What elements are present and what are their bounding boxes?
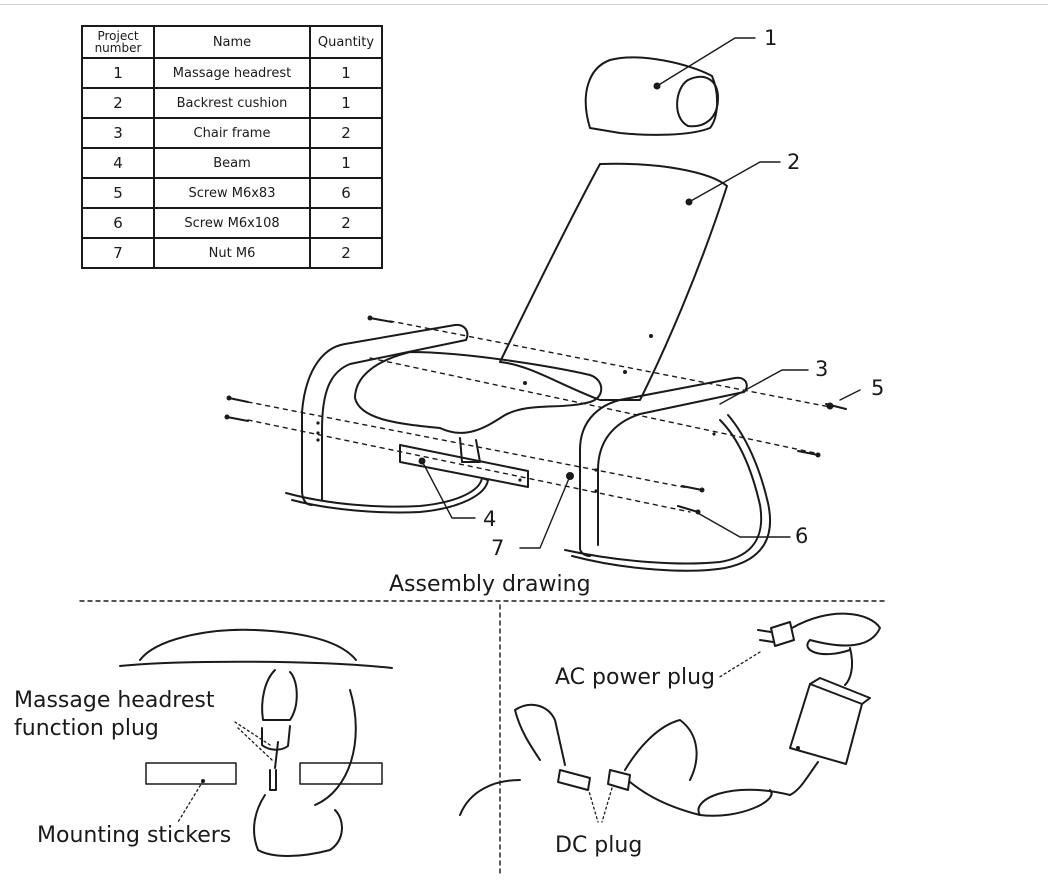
- row-name: Screw M6x108: [153, 207, 311, 239]
- row-name: Nut M6: [153, 237, 311, 269]
- table-row: 4 Beam 1: [81, 147, 383, 179]
- table-row: 3 Chair frame 2: [81, 117, 383, 149]
- row-number: 7: [81, 237, 155, 269]
- callout-2: 2: [787, 150, 801, 174]
- row-name: Beam: [153, 147, 311, 179]
- table-row: 6 Screw M6x108 2: [81, 207, 383, 239]
- chair-frame-left-drawing: [285, 323, 489, 514]
- parts-list-table: Project number Name Quantity 1 Massage h…: [81, 25, 383, 269]
- row-quantity: 6: [309, 177, 383, 209]
- table-row: 1 Massage headrest 1: [81, 57, 383, 89]
- row-name: Backrest cushion: [153, 87, 311, 119]
- callout-1: 1: [764, 26, 778, 50]
- row-quantity: 2: [309, 207, 383, 239]
- mounting-stickers-label: Mounting stickers: [37, 823, 232, 848]
- ac-power-plug-label: AC power plug: [555, 665, 715, 690]
- dc-plug-label: DC plug: [555, 833, 643, 858]
- screws-drawing: [224, 315, 847, 515]
- row-number: 6: [81, 207, 155, 239]
- table-row: 7 Nut M6 2: [81, 237, 383, 269]
- assembly-guide-lines: [247, 320, 831, 513]
- callout-6: 6: [795, 524, 809, 548]
- row-quantity: 2: [309, 117, 383, 149]
- seat-drawing: [354, 351, 603, 463]
- header-quantity: Quantity: [309, 25, 383, 59]
- row-number: 3: [81, 117, 155, 149]
- callout-leader-lines: [421, 37, 861, 549]
- row-quantity: 1: [309, 147, 383, 179]
- callout-7: 7: [491, 536, 505, 560]
- callout-5: 5: [871, 376, 885, 400]
- table-header-row: Project number Name Quantity: [81, 25, 383, 59]
- chair-frame-right-drawing: [564, 376, 772, 572]
- power-adapter-detail-drawing: [459, 612, 881, 823]
- row-quantity: 2: [309, 237, 383, 269]
- callout-4: 4: [483, 507, 497, 531]
- row-quantity: 1: [309, 87, 383, 119]
- callout-3: 3: [815, 357, 829, 381]
- headrest-plug-detail-drawing: [119, 628, 393, 857]
- row-quantity: 1: [309, 57, 383, 89]
- section-dividers: [79, 600, 889, 876]
- beam-drawing: [399, 444, 529, 488]
- row-number: 4: [81, 147, 155, 179]
- row-number: 5: [81, 177, 155, 209]
- row-name: Chair frame: [153, 117, 311, 149]
- row-name: Screw M6x83: [153, 177, 311, 209]
- header-project-number: Project number: [81, 25, 155, 59]
- row-name: Massage headrest: [153, 57, 311, 89]
- table-row: 2 Backrest cushion 1: [81, 87, 383, 119]
- massage-headrest-drawing: [584, 56, 719, 136]
- top-border-line: [0, 4, 1048, 5]
- headrest-plug-label-line2: function plug: [14, 716, 159, 741]
- row-number: 1: [81, 57, 155, 89]
- table-row: 5 Screw M6x83 6: [81, 177, 383, 209]
- headrest-plug-label-line1: Massage headrest: [14, 688, 215, 713]
- assembly-drawing-caption: Assembly drawing: [389, 572, 591, 597]
- row-number: 2: [81, 87, 155, 119]
- header-name: Name: [153, 25, 311, 59]
